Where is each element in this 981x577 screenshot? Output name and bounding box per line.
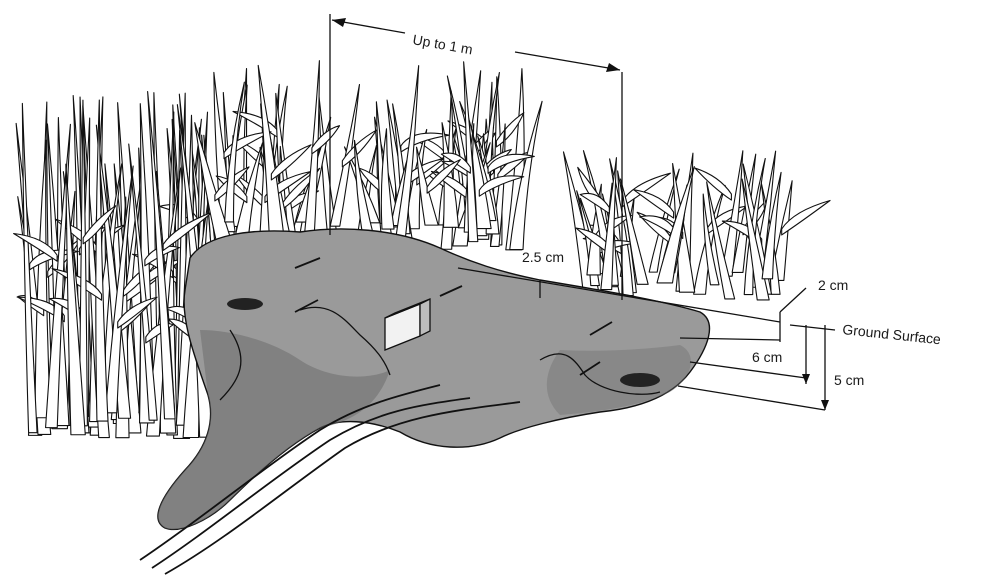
label-ground-surface: Ground Surface	[842, 321, 942, 347]
label-top-width: Up to 1 m	[411, 31, 474, 57]
entrance-hole-2	[620, 373, 660, 387]
label-depth-right: 2 cm	[818, 277, 848, 293]
entrance-hole-1	[227, 298, 263, 310]
grass-leaf	[695, 168, 731, 200]
grass-clump-right	[563, 151, 830, 300]
label-depth-top: 2.5 cm	[522, 249, 564, 265]
burrow-shadow-right	[547, 345, 691, 415]
label-depth-mid: 6 cm	[752, 349, 782, 365]
label-depth-bottom: 5 cm	[834, 372, 864, 388]
grass-clump-center	[195, 61, 542, 250]
